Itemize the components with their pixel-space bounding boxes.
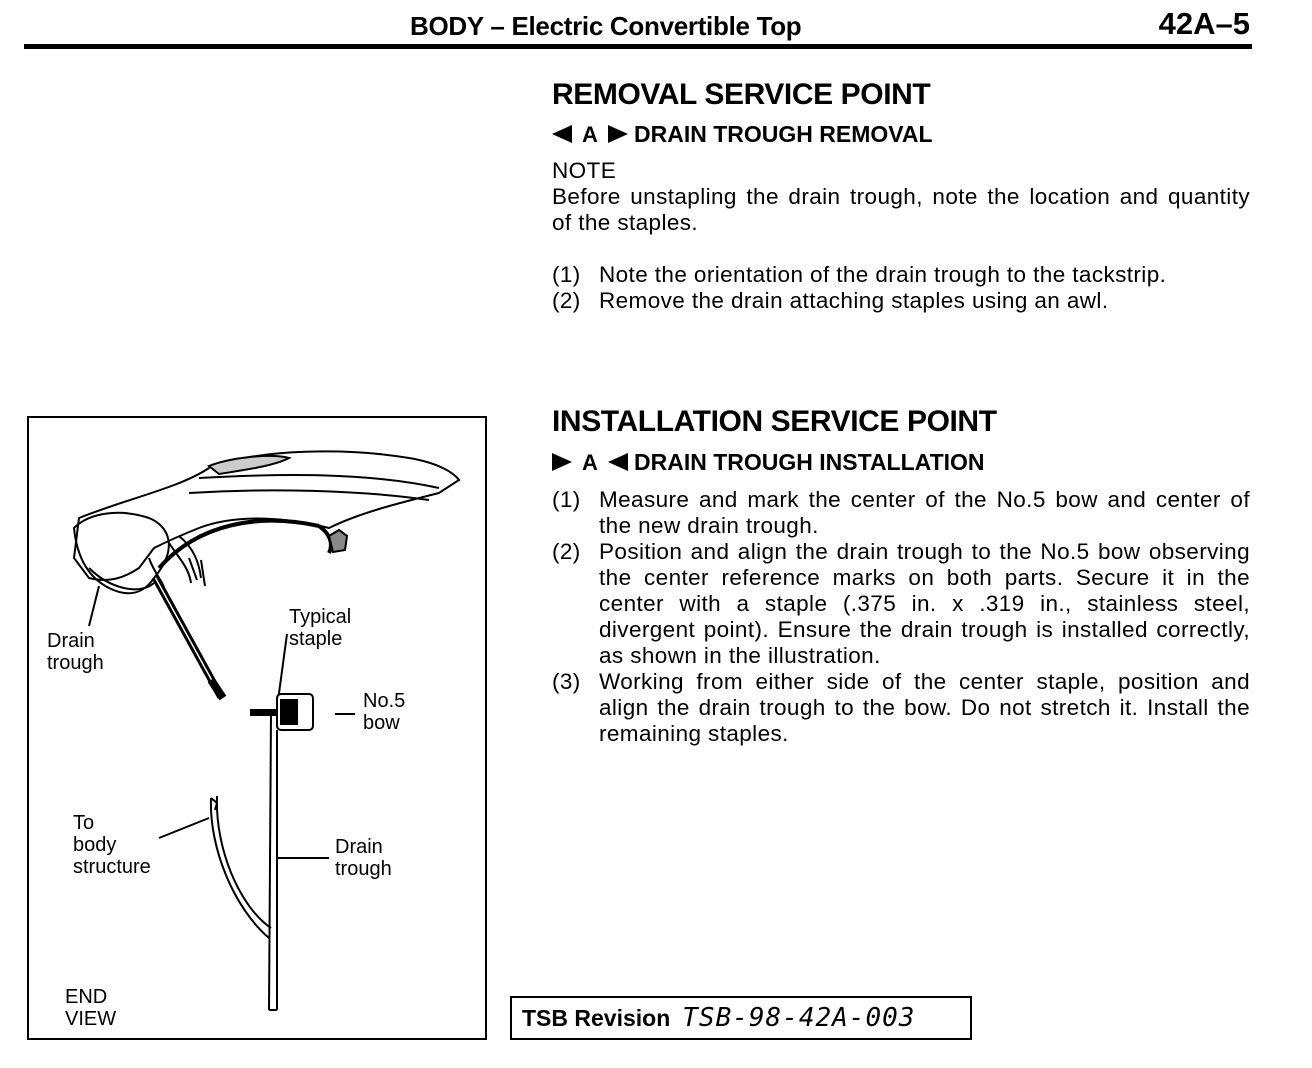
- list-item: (2) Position and align the drain trough t…: [552, 539, 1250, 669]
- page-header-title: BODY – Electric Convertible Top: [410, 11, 802, 41]
- label-line: To: [73, 812, 95, 834]
- installation-steps: (1) Measure and mark the center of the No…: [552, 487, 1250, 747]
- step-text: Remove the drain attaching staples using…: [599, 288, 1109, 313]
- step-text: Position and align the drain trough to t…: [599, 539, 1250, 668]
- label-to-body-structure: To body structure: [73, 812, 151, 878]
- installation-arrows-icon: A: [552, 451, 628, 473]
- removal-steps: (1) Note the orientation of the drain tro…: [552, 262, 1250, 314]
- label-no5-bow: No.5 bow: [363, 690, 405, 734]
- removal-arrows-icon: A: [552, 123, 628, 145]
- installation-heading: INSTALLATION SERVICE POINT: [552, 405, 997, 438]
- list-item: (1) Note the orientation of the drain tro…: [552, 262, 1250, 288]
- label-drain-trough-bottom: Drain trough: [335, 836, 392, 880]
- step-number: (1): [552, 487, 581, 512]
- step-text: Working from either side of the center s…: [599, 669, 1250, 746]
- removal-arrow-symbol: A: [552, 123, 628, 145]
- step-number: (3): [552, 669, 581, 694]
- label-drain-trough-top: Drain trough: [47, 630, 104, 674]
- label-line: structure: [73, 856, 151, 878]
- label-line: staple: [289, 628, 343, 650]
- label-line: END: [65, 986, 108, 1008]
- figure-box: Drain trough Typical staple No.5 bow To …: [27, 416, 487, 1040]
- label-line: Drain: [335, 836, 383, 858]
- list-item: (3) Working from either side of the cente…: [552, 669, 1250, 747]
- removal-subheading: A DRAIN TROUGH REMOVAL: [552, 120, 933, 148]
- convertible-top-illustration: [72, 450, 461, 1011]
- removal-heading: REMOVAL SERVICE POINT: [552, 78, 931, 111]
- label-line: trough: [335, 858, 392, 880]
- label-line: bow: [363, 712, 400, 734]
- removal-subheading-text: DRAIN TROUGH REMOVAL: [634, 121, 933, 147]
- label-line: VIEW: [65, 1008, 117, 1030]
- note-label: NOTE: [552, 158, 617, 183]
- note-text: Before unstapling the drain trough, note…: [552, 184, 1250, 235]
- label-end-view: END VIEW: [65, 986, 116, 1030]
- tsb-number: TSB-98-42A-003: [682, 1003, 916, 1033]
- label-line: Typical: [289, 606, 352, 628]
- step-number: (2): [552, 539, 581, 564]
- label-typical-staple: Typical staple: [289, 606, 351, 650]
- list-item: (1) Measure and mark the center of the No…: [552, 487, 1250, 539]
- list-item: (2) Remove the drain attaching staples us…: [552, 288, 1250, 314]
- label-line: body: [73, 834, 117, 856]
- svg-text:A: A: [582, 451, 598, 473]
- step-number: (1): [552, 262, 581, 287]
- step-text: Measure and mark the center of the No.5 …: [599, 487, 1250, 538]
- label-line: No.5: [363, 690, 406, 712]
- svg-text:A: A: [582, 123, 598, 145]
- installation-arrow-symbol: A: [552, 451, 628, 473]
- label-line: Drain: [47, 630, 95, 652]
- page-number: 42A–5: [1158, 6, 1250, 41]
- step-number: (2): [552, 288, 581, 313]
- step-text: Note the orientation of the drain trough…: [599, 262, 1167, 287]
- tsb-revision-box: TSB Revision TSB-98-42A-003: [510, 996, 972, 1040]
- label-line: trough: [47, 652, 104, 674]
- header-rule: [24, 44, 1252, 49]
- installation-subheading-text: DRAIN TROUGH INSTALLATION: [634, 449, 985, 475]
- installation-subheading: A DRAIN TROUGH INSTALLATION: [552, 448, 985, 476]
- tsb-label: TSB Revision: [522, 1004, 671, 1031]
